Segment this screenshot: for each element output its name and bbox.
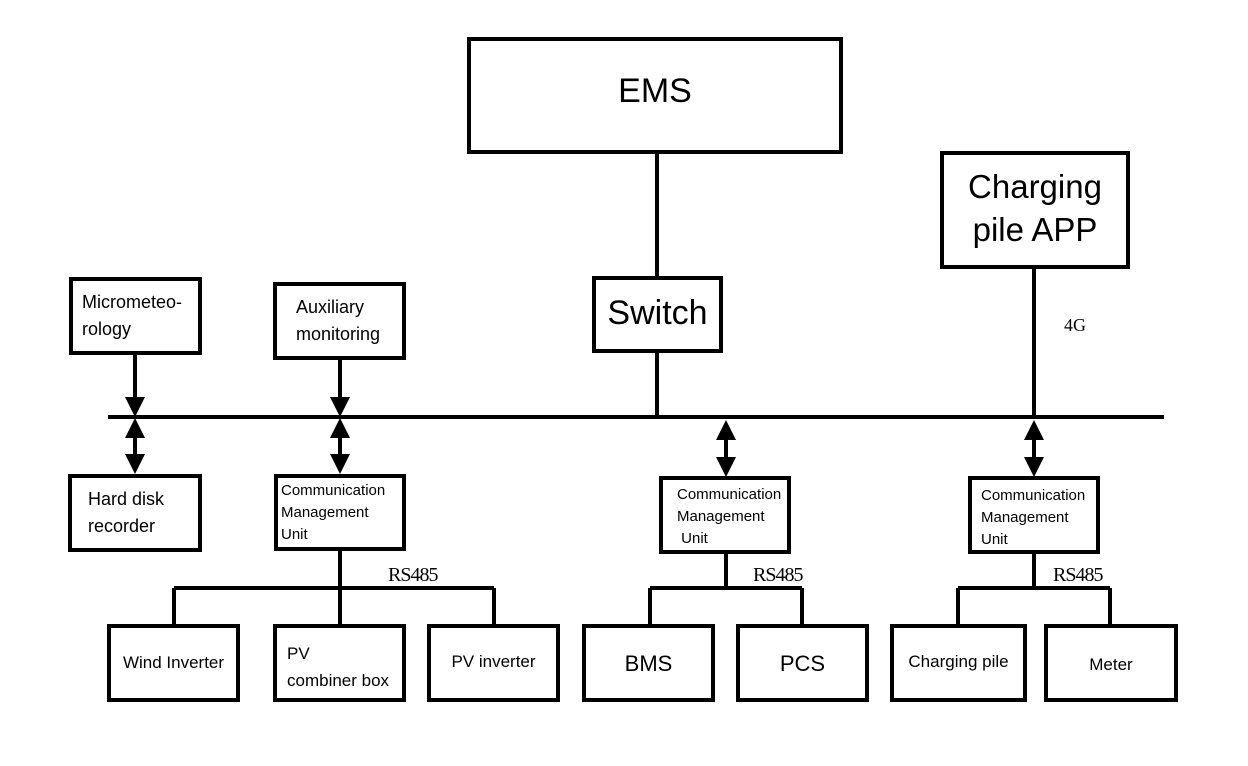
auxiliary-monitoring-box [273,282,406,360]
cmu-box-3 [968,476,1100,554]
hdr-arrow-up [125,418,145,438]
charging-app-label: Charging pile APP [968,168,1102,248]
rs485-label-2: RS485 [753,564,803,586]
rs485-label-3: RS485 [1053,564,1103,586]
meter-label: Meter [1089,655,1133,674]
switch-label: Switch [607,294,708,332]
cmu-label-1: Communication Management Unit [281,482,386,543]
charging-pile-box [890,624,1027,702]
cmu-box-2 [659,476,791,554]
pv-inverter-label: PV inverter [451,652,536,671]
cmu1-arrow-up [330,418,350,438]
pcs-label: PCS [779,651,826,676]
cmu-label-3: Communication Management Unit [981,487,1086,548]
micro-arrow-down [125,397,145,417]
cmu3-arrow-up [1024,420,1044,440]
cellular-4g-label: 4G [1064,315,1086,335]
pv-combiner-box-label: PV combiner box [287,644,390,690]
meter-box [1044,624,1178,702]
cmu2-arrow-down [716,457,736,477]
charging-pile-label: Charging pile [908,652,1009,671]
pv-inverter-box [427,624,560,702]
hard-disk-recorder-box [68,474,202,552]
charging-app-box [940,151,1130,269]
cmu-box-1 [274,474,406,551]
bms-label: BMS [624,651,673,676]
ems-label: EMS [618,72,692,110]
wind-inverter-box [107,624,240,702]
rs485-label-1: RS485 [388,564,438,586]
cmu3-arrow-down [1024,457,1044,477]
pv-combiner-box-box [273,624,406,702]
cmu-label-2: Communication Management Unit [677,486,782,547]
bms-box [582,624,715,702]
aux-arrow-down [330,397,350,417]
cmu2-arrow-up [716,420,736,440]
auxiliary-monitoring-label: Auxiliary monitoring [296,297,381,344]
micrometeorology-box [69,277,202,355]
wind-inverter-label: Wind Inverter [122,653,225,672]
hard-disk-recorder-label: Hard disk recorder [88,489,165,536]
cmu1-arrow-down [330,454,350,474]
hdr-arrow-down [125,454,145,474]
pcs-box [736,624,869,702]
micrometeorology-label: Micrometeo- rology [82,292,183,339]
ems-box [467,37,843,154]
switch-box [592,276,723,353]
